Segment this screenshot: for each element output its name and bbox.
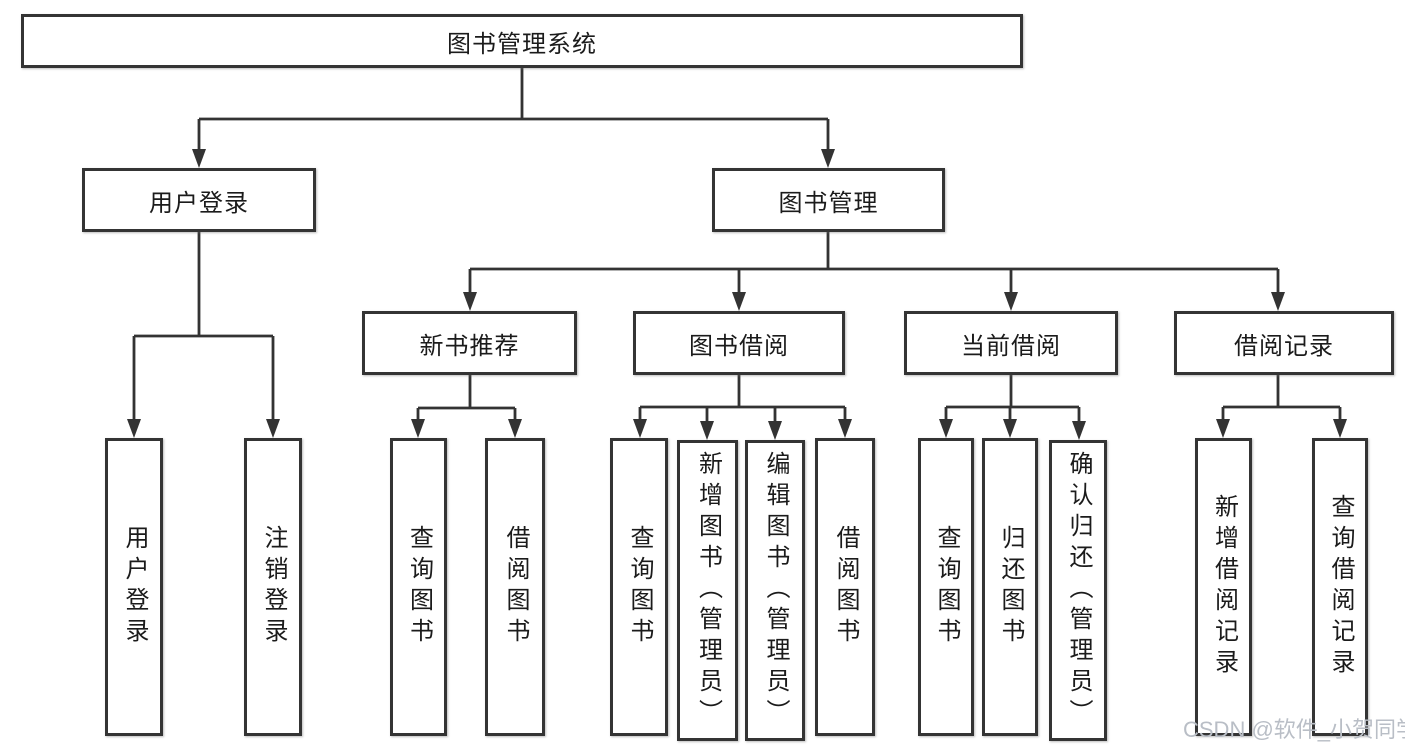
node-label: 查询图书 — [626, 525, 653, 649]
leaf-borrow-edit-books-admin: 编辑图书（管理员） — [745, 440, 805, 741]
node-label: 查询图书 — [405, 525, 433, 649]
node-label: 用户登录 — [149, 189, 249, 217]
node-label: 图书借阅 — [689, 332, 789, 360]
node-label: 编辑图书（管理员） — [762, 451, 789, 730]
node-library-management-system: 图书管理系统 — [21, 14, 1023, 68]
node-book-management: 图书管理 — [712, 168, 945, 232]
node-label: 新增借阅记录 — [1210, 494, 1238, 680]
node-label: 新增图书（管理员） — [694, 451, 722, 730]
node-label: 确认归还（管理员） — [1065, 451, 1092, 730]
node-label: 借阅图书 — [502, 525, 529, 649]
leaf-recommend-borrow-books: 借阅图书 — [485, 438, 545, 736]
node-label: 归还图书 — [997, 525, 1024, 649]
node-borrow-records: 借阅记录 — [1174, 311, 1394, 375]
arrowheads — [127, 149, 1347, 440]
node-label: 图书管理 — [778, 189, 879, 217]
leaf-logout-login: 注销登录 — [244, 438, 302, 736]
node-label: 查询借阅记录 — [1327, 494, 1354, 680]
leaf-records-add-record: 新增借阅记录 — [1195, 438, 1252, 736]
node-label: 注销登录 — [260, 525, 287, 649]
csdn-watermark: CSDN @软件_小贺同学 — [1183, 717, 1405, 742]
leaf-current-confirm-return-admin: 确认归还（管理员） — [1049, 440, 1107, 741]
leaf-current-return-books: 归还图书 — [982, 438, 1038, 736]
leaf-borrow-borrow-books: 借阅图书 — [815, 438, 875, 736]
node-label: 图书管理系统 — [447, 30, 597, 58]
node-label: 借阅图书 — [832, 525, 859, 649]
node-new-book-recommend: 新书推荐 — [362, 311, 577, 375]
node-label: 新书推荐 — [419, 332, 520, 360]
node-current-borrow: 当前借阅 — [904, 311, 1118, 375]
node-label: 借阅记录 — [1234, 332, 1334, 360]
leaf-records-query-record: 查询借阅记录 — [1312, 438, 1368, 736]
leaf-borrow-query-books: 查询图书 — [610, 438, 668, 736]
leaf-user-login: 用户登录 — [105, 438, 163, 736]
node-label: 当前借阅 — [961, 332, 1061, 360]
leaf-recommend-query-books: 查询图书 — [390, 438, 447, 736]
leaf-current-query-books: 查询图书 — [918, 438, 974, 736]
node-user-login: 用户登录 — [82, 168, 316, 232]
leaf-borrow-add-books-admin: 新增图书（管理员） — [677, 440, 738, 741]
node-label: 查询图书 — [933, 525, 960, 649]
node-label: 用户登录 — [121, 525, 148, 649]
node-book-borrow: 图书借阅 — [633, 311, 845, 375]
